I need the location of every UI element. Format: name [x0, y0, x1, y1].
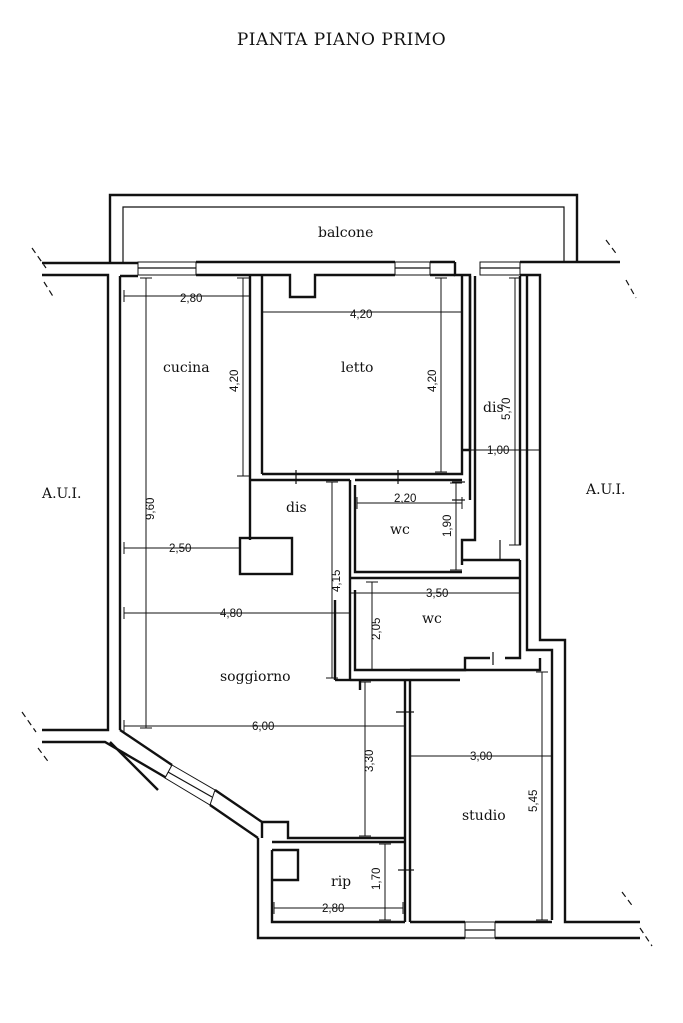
exterior-label-right: A.U.I.	[585, 482, 626, 498]
outer-walls	[42, 260, 640, 940]
dim-wc-upper-width: 2,20	[394, 493, 416, 505]
room-label-rip: rip	[331, 874, 351, 890]
dim-letto-depth: 4,20	[427, 370, 439, 392]
dim-letto-width: 4,20	[350, 309, 372, 321]
room-label-dis-corridor: dis	[483, 400, 504, 416]
room-label-soggiorno: soggiorno	[220, 669, 291, 685]
dim-wc-lower-depth: 2,05	[371, 618, 383, 640]
windows	[137, 261, 521, 939]
dim-living-depth: 9,60	[145, 498, 157, 520]
room-label-wc-upper: wc	[390, 522, 410, 538]
room-label-letto: letto	[341, 360, 373, 376]
page-title: PIANTA PIANO PRIMO	[236, 30, 447, 50]
dim-studio-depth: 5,45	[528, 790, 540, 812]
dim-cucina-width: 2,80	[180, 293, 202, 305]
dim-hall-depth: 4,15	[331, 570, 343, 592]
room-label-balcone: balcone	[318, 225, 373, 241]
dim-hall-width: 2,50	[169, 543, 191, 555]
dim-living-total-width: 6,00	[252, 721, 274, 733]
room-label-cucina: cucina	[163, 360, 210, 376]
dim-cucina-depth: 4,20	[229, 370, 241, 392]
dim-dis-width: 1,00	[487, 445, 509, 457]
room-label-wc-lower: wc	[422, 611, 442, 627]
dim-living-lower-depth: 3,30	[364, 750, 376, 772]
room-label-studio: studio	[462, 808, 506, 824]
dim-wc-upper-depth: 1,90	[442, 515, 454, 537]
room-label-dis-hall: dis	[286, 500, 307, 516]
balcony	[108, 193, 579, 262]
dim-rip-width: 2,80	[322, 903, 344, 915]
exterior-label-left: A.U.I.	[41, 486, 82, 502]
dim-wc-lower-width: 3,50	[426, 588, 448, 600]
door-marks	[295, 470, 501, 871]
dim-studio-width: 3,00	[470, 751, 492, 763]
dim-rip-depth: 1,70	[371, 868, 383, 890]
break-marks	[21, 239, 653, 947]
dimension-lines	[124, 278, 552, 920]
dim-living-width: 4,80	[220, 608, 242, 620]
dim-dis-length: 5,70	[501, 398, 513, 420]
